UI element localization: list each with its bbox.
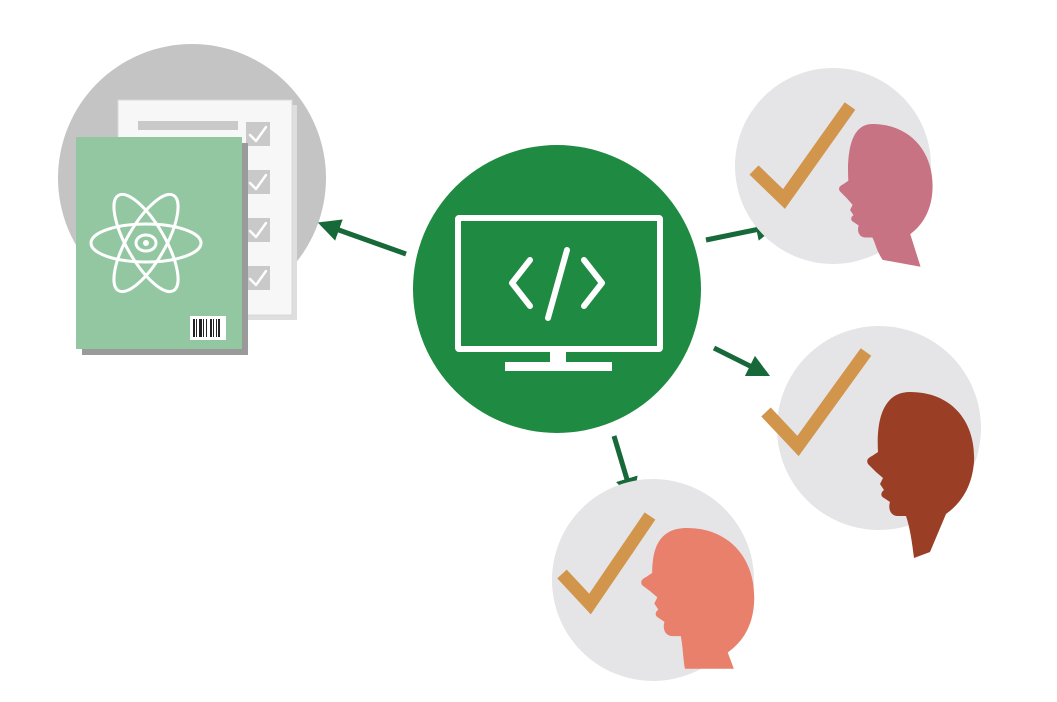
barcode-bar xyxy=(193,319,195,337)
barcode-bar xyxy=(218,319,220,337)
barcode-icon xyxy=(190,316,226,340)
head-profile-icon xyxy=(867,392,975,558)
check-icon xyxy=(761,348,872,457)
checkbox-check-icon xyxy=(246,170,270,194)
barcode-bar xyxy=(216,319,217,337)
head-profile-icon xyxy=(641,528,755,669)
arrow-to-document xyxy=(317,219,407,257)
atom-icon xyxy=(89,192,203,294)
barcode-bar xyxy=(203,319,204,337)
barcode-bar xyxy=(196,319,197,337)
barcode-bar xyxy=(199,319,202,337)
hub xyxy=(413,145,701,433)
head-profile-icon xyxy=(839,124,933,267)
checklist-rows xyxy=(246,122,270,290)
barcode-bar xyxy=(210,319,212,337)
barcode-bar xyxy=(206,319,207,337)
checkbox-check-icon xyxy=(246,218,270,242)
barcode-bar xyxy=(213,319,214,337)
person-1-group xyxy=(735,68,933,267)
arrow-to-person-2 xyxy=(712,345,771,377)
monitor-code-icon xyxy=(455,215,663,371)
science-cover xyxy=(76,137,248,355)
check-icon xyxy=(749,102,856,209)
person-3-group xyxy=(552,479,755,681)
document-group xyxy=(58,44,326,355)
checkbox-check-icon xyxy=(246,266,270,290)
person-2-group xyxy=(761,326,981,558)
check-icon xyxy=(557,512,656,615)
checkbox-check-icon xyxy=(246,122,270,146)
